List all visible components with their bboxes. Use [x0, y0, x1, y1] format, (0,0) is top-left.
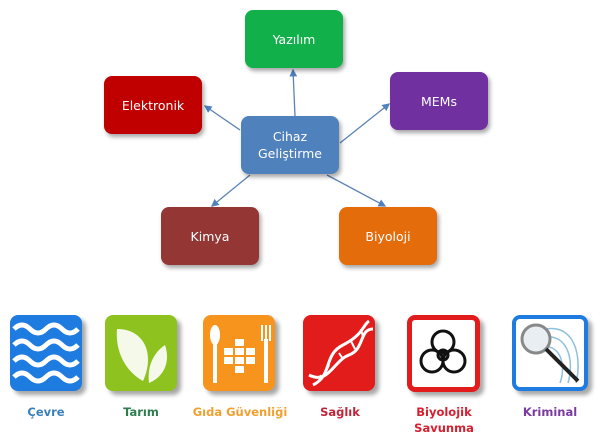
waves-icon — [10, 315, 82, 391]
node-elektronik: Elektronik — [104, 76, 202, 134]
center-node: Cihaz Geliştirme — [241, 116, 339, 174]
leaf-icon — [105, 315, 177, 391]
node-biyoloji: Biyoloji — [339, 207, 437, 265]
field-label-tarim: Tarım — [123, 405, 159, 419]
arrow-biyoloji — [326, 174, 387, 207]
field-label-kriminal: Kriminal — [522, 405, 578, 419]
arrow-kimya — [210, 174, 251, 207]
field-label-cevre: Çevre — [27, 405, 65, 419]
biohazard-icon — [407, 315, 480, 392]
magnifier-fingerprint-icon — [512, 315, 588, 391]
node-yazilim: Yazılım — [245, 10, 343, 68]
dna-icon — [303, 315, 375, 391]
field-label-gida-guvenligi: Gıda Güvenliği — [192, 405, 288, 419]
arrow-mems — [339, 103, 391, 144]
connector-arrows — [203, 68, 391, 207]
arrow-elektronik — [203, 105, 241, 131]
node-kimya: Kimya — [161, 207, 259, 265]
node-mems: MEMs — [390, 72, 488, 130]
field-label-saglik: Sağlık — [320, 405, 360, 419]
field-label-biyolojik-savunma: Biyolojik Savunma — [414, 405, 474, 435]
cutlery-icon — [203, 315, 275, 391]
arrow-yazilim — [289, 68, 298, 117]
